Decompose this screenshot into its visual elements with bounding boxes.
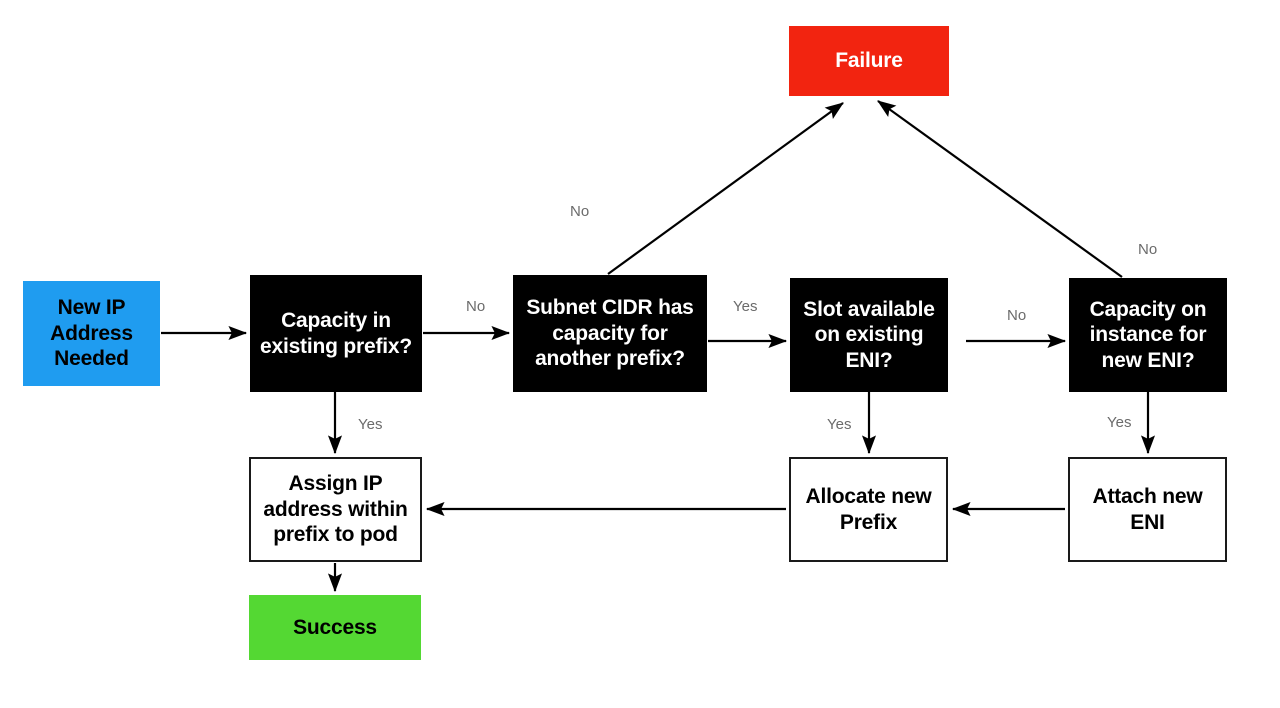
node-label: Capacity in existing prefix? bbox=[259, 308, 412, 358]
node-process-allocate-new-prefix[interactable]: Allocate new Prefix bbox=[789, 457, 948, 562]
node-start-new-ip-address-needed[interactable]: New IP Address Needed bbox=[23, 281, 160, 386]
edge-label-no-instance-to-failure: No bbox=[1138, 241, 1158, 258]
node-terminal-failure[interactable]: Failure bbox=[789, 26, 949, 96]
node-label: Assign IP address within prefix to pod bbox=[263, 472, 408, 547]
node-label: Slot available on existing ENI? bbox=[803, 297, 935, 372]
node-label: Attach new ENI bbox=[1092, 484, 1203, 534]
edge-label-yes-subnet-to-slot: Yes bbox=[733, 298, 758, 315]
node-process-assign-ip-address[interactable]: Assign IP address within prefix to pod bbox=[249, 457, 422, 562]
edge-label-yes-capacity-to-assign: Yes bbox=[358, 416, 383, 433]
node-decision-capacity-in-existing-prefix[interactable]: Capacity in existing prefix? bbox=[250, 275, 422, 392]
edge-subnet-to-failure bbox=[607, 102, 844, 275]
node-label: Subnet CIDR has capacity for another pre… bbox=[526, 296, 694, 371]
node-decision-capacity-on-instance-for-new-eni[interactable]: Capacity on instance for new ENI? bbox=[1069, 278, 1227, 392]
node-decision-slot-available-on-existing-eni[interactable]: Slot available on existing ENI? bbox=[790, 278, 948, 392]
edge-label-no-subnet-to-failure: No bbox=[570, 203, 590, 220]
edge-label-yes-instance-to-attach: Yes bbox=[1107, 414, 1132, 431]
node-label: Allocate new Prefix bbox=[805, 484, 932, 534]
edge-label-yes-slot-to-allocate: Yes bbox=[827, 416, 852, 433]
node-label: Success bbox=[293, 615, 377, 639]
node-process-attach-new-eni[interactable]: Attach new ENI bbox=[1068, 457, 1227, 562]
edge-label-no-capacity-to-subnet: No bbox=[466, 298, 486, 315]
edge-instance-to-failure bbox=[877, 100, 1123, 278]
node-label: New IP Address Needed bbox=[50, 296, 133, 371]
node-label: Capacity on instance for new ENI? bbox=[1089, 297, 1207, 372]
node-decision-subnet-cidr-capacity[interactable]: Subnet CIDR has capacity for another pre… bbox=[513, 275, 707, 392]
node-label: Failure bbox=[835, 49, 903, 73]
edge-label-no-slot-to-instance: No bbox=[1007, 307, 1027, 324]
node-terminal-success[interactable]: Success bbox=[249, 595, 421, 660]
